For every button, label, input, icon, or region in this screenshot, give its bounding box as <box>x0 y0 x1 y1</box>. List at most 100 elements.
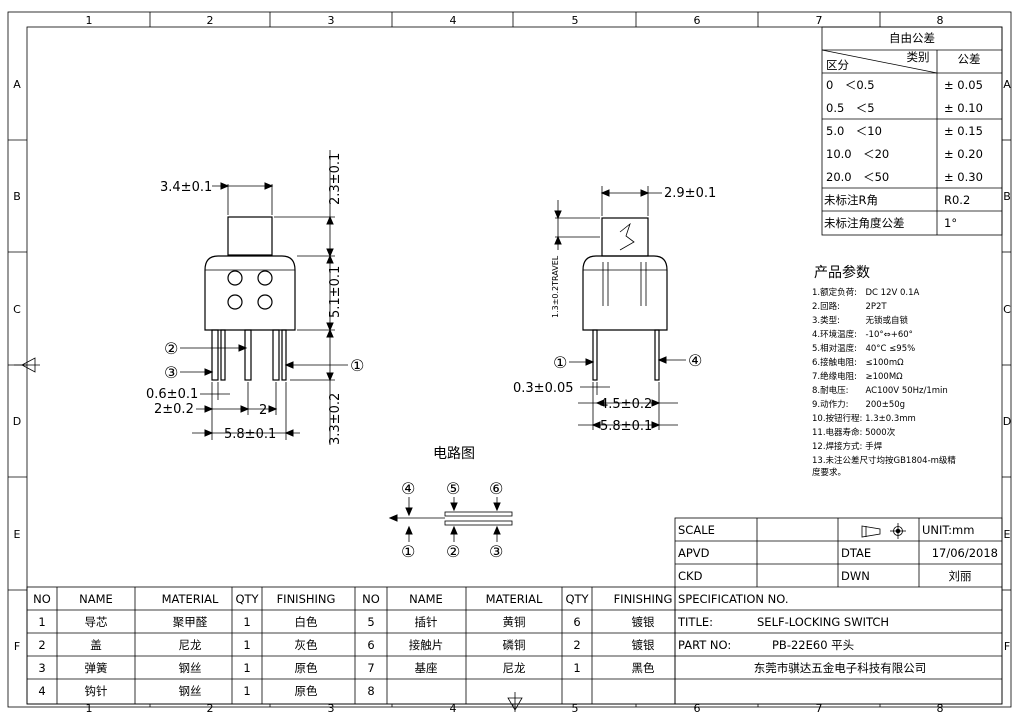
bom-header: MATERIAL <box>162 592 219 606</box>
side-pin <box>592 329 598 381</box>
side-dim-total-width: 5.8±0.1 <box>600 419 652 434</box>
bom-header: NAME <box>409 592 443 606</box>
tolerance-title: 自由公差 <box>889 31 935 45</box>
contact-bar-bottom <box>444 520 513 526</box>
param-line: 4.环境温度: -10°⇔+60° <box>812 329 913 340</box>
unmarked-angle-value: 1° <box>944 216 957 230</box>
pin <box>281 329 287 381</box>
tolerance-header-category: 类别 <box>907 50 930 64</box>
side-dim-pin-spacing: 4.5±0.2 <box>600 397 652 412</box>
dwn-value: 刘丽 <box>949 569 972 583</box>
row-label-left: A <box>13 78 21 91</box>
tolerance-header-tolerance: 公差 <box>958 52 981 66</box>
side-button <box>601 217 649 257</box>
switch-body <box>204 255 296 331</box>
col-label-bottom: 7 <box>816 702 823 714</box>
row-label-left: F <box>14 640 20 653</box>
bom-header: FINISHING <box>277 592 336 606</box>
bom-cell: 白色 <box>295 615 318 629</box>
dim-pin-width: 0.6±0.1 <box>146 387 198 402</box>
dim-pin-edge: 2±0.2 <box>154 402 194 417</box>
pin <box>244 329 252 381</box>
pin <box>272 329 280 381</box>
unmarked-angle-label: 未标注角度公差 <box>824 216 905 230</box>
circuit-title: 电路图 <box>433 446 475 462</box>
col-label-top: 5 <box>572 14 579 27</box>
ckd-label: CKD <box>678 569 703 583</box>
tolerance-table: 自由公差 类别 区分 公差 0 ＜0.5 ± 0.05 0.5 ＜5 ± 0.1… <box>821 26 1003 236</box>
param-line: 11.电器寿命: 5000次 <box>812 427 896 438</box>
bom-cell: 1 <box>573 661 580 675</box>
tolerance-value: ± 0.05 <box>944 78 983 92</box>
callout-1: ① <box>350 356 364 375</box>
circuit-label-3: ③ <box>489 542 503 561</box>
row-label-left: E <box>14 528 21 541</box>
col-label-top: 8 <box>937 14 944 27</box>
bom-header: FINISHING <box>614 592 673 606</box>
circuit-label-1: ① <box>401 542 415 561</box>
param-line: 1.额定负荷: DC 12V 0.1A <box>812 287 920 298</box>
bom-header: QTY <box>235 592 259 606</box>
param-line: 3.类型: 无锁或自锁 <box>812 315 908 326</box>
bom-cell: 基座 <box>415 661 438 675</box>
param-line: 13.未注公差尺寸均按GB1804-m级精 <box>812 455 956 466</box>
row-label-right: F <box>1004 640 1010 653</box>
row-label-left: B <box>13 190 21 203</box>
bom-cell: 钩针 <box>85 684 108 698</box>
dwn-label: DWN <box>841 569 870 583</box>
side-view: 2.9±0.1 1.3±0.2TRAVEL 0.3±0.05 4.5±0.2 5… <box>513 186 716 434</box>
param-line: 5.相对温度: 40°C ≤95% <box>812 343 915 354</box>
param-line: 度要求。 <box>812 467 846 478</box>
zone-labels: 1 2 3 4 5 6 7 8 1 2 3 4 5 6 7 8 A B C D … <box>13 14 1011 714</box>
bom-cell: 6 <box>367 638 374 652</box>
side-dim-travel: 1.3±0.2TRAVEL <box>551 255 560 318</box>
param-line: 7.绝缘电阻: ≥100MΩ <box>812 371 903 382</box>
bom-cell: 插针 <box>415 615 438 629</box>
date-label: DTAE <box>841 546 871 560</box>
bom-cell: 6 <box>573 615 580 629</box>
pin <box>220 329 226 381</box>
col-label-bottom: 8 <box>937 702 944 714</box>
param-line: 2.回路: 2P2T <box>812 301 887 312</box>
col-label-top: 7 <box>816 14 823 27</box>
tolerance-range: 20.0 ＜50 <box>826 170 889 184</box>
tolerance-value: ± 0.30 <box>944 170 983 184</box>
circuit-label-2: ② <box>446 542 460 561</box>
dim-top-height: 2.3±0.1 <box>328 153 343 205</box>
tolerance-range: 5.0 ＜10 <box>826 124 882 138</box>
bom-cell: 镀银 <box>632 638 655 652</box>
contact-bar-top <box>444 511 513 517</box>
col-label-bottom: 5 <box>572 702 579 714</box>
row-label-right: C <box>1003 303 1011 316</box>
bom-cell: 1 <box>243 684 250 698</box>
bom-cell: 7 <box>367 661 374 675</box>
bom-cell: 盖 <box>90 638 102 652</box>
product-params: 产品参数 1.额定负荷: DC 12V 0.1A 2.回路: 2P2T 3.类型… <box>812 264 956 478</box>
bom-cell: 3 <box>38 661 45 675</box>
bom-cell: 黑色 <box>632 661 655 675</box>
row-label-left: D <box>13 415 21 428</box>
side-callout-1: ① <box>553 353 567 372</box>
title-block: SCALE UNIT:mm APVD DTAE 17/06/2018 CKD D… <box>674 517 1003 705</box>
bom-table: NO NAME MATERIAL QTY FINISHING NO NAME M… <box>26 586 676 705</box>
bom-cell: 2 <box>38 638 45 652</box>
col-label-bottom: 3 <box>328 702 335 714</box>
projection-symbol-icon <box>861 523 906 539</box>
col-label-top: 1 <box>86 14 93 27</box>
unmarked-r-label: 未标注R角 <box>824 193 878 207</box>
row-label-left: C <box>13 303 21 316</box>
bom-cell: 黄铜 <box>503 615 526 629</box>
circuit-diagram: 电路图 ④ ⑤ ⑥ ① ② ③ <box>388 446 513 561</box>
unit-label: UNIT:mm <box>922 523 974 537</box>
bom-cell: 1 <box>243 638 250 652</box>
bom-cell: 钢丝 <box>179 661 202 675</box>
side-dim-top-width: 2.9±0.1 <box>664 186 716 201</box>
bom-cell: 镀银 <box>632 615 655 629</box>
tolerance-value: ± 0.20 <box>944 147 983 161</box>
col-label-bottom: 2 <box>207 702 214 714</box>
dim-body-height: 5.1±0.1 <box>328 266 343 318</box>
title-label: TITLE: <box>677 615 713 629</box>
col-label-top: 3 <box>328 14 335 27</box>
row-label-right: A <box>1003 78 1011 91</box>
dim-pin-pitch: 2 <box>259 403 267 418</box>
